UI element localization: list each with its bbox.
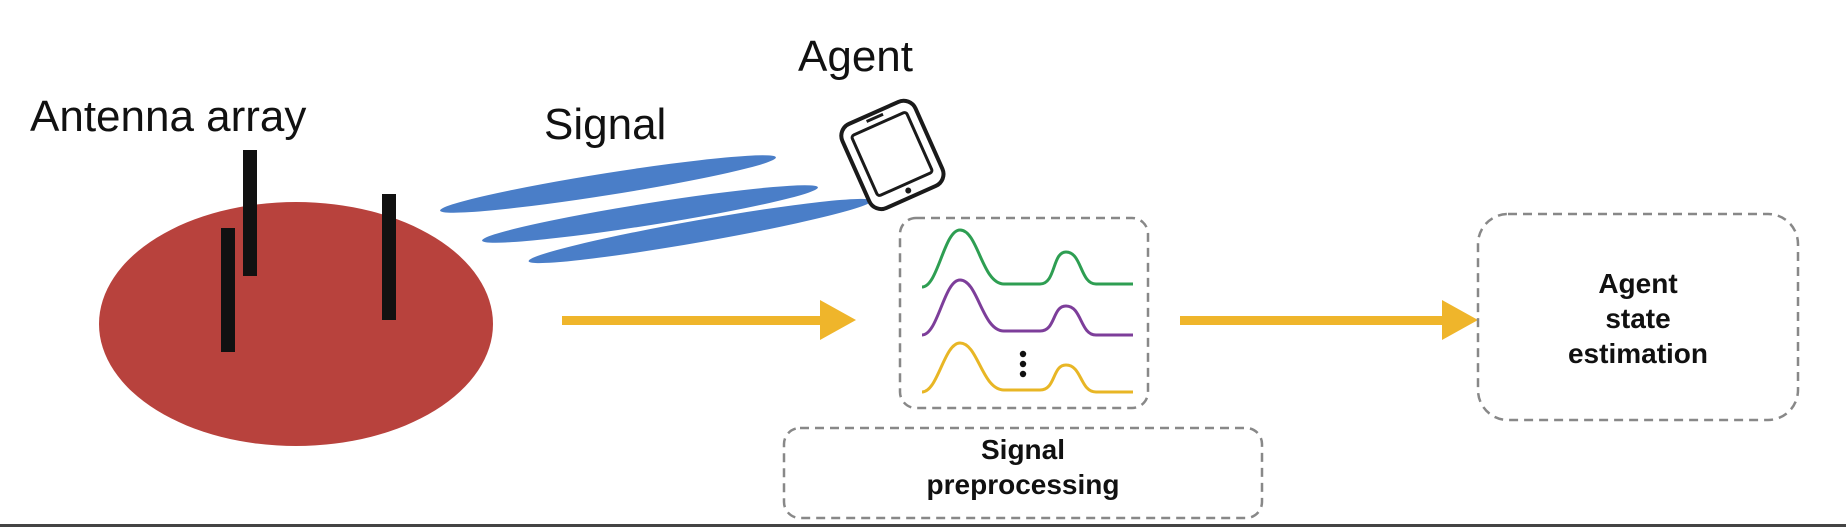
- signal-preprocessing-line: preprocessing: [926, 469, 1120, 500]
- agent-state-estimation-label: Agent state estimation: [1478, 266, 1798, 371]
- waveform-box: [898, 216, 1150, 410]
- flow-arrow: [1180, 300, 1478, 340]
- signal-preprocessing-line: Signal: [980, 434, 1065, 465]
- agent-state-estimation-line: Agent: [1598, 268, 1678, 299]
- signal-label: Signal: [544, 100, 667, 149]
- antenna-rod: [382, 194, 396, 320]
- waveform-yellow: [921, 341, 1133, 394]
- bottom-border-line: [0, 524, 1846, 527]
- flow-arrow: [562, 300, 856, 340]
- agent-state-estimation-line: state: [1605, 303, 1671, 334]
- waveform-purple: [921, 278, 1133, 337]
- antenna-rod: [221, 228, 235, 352]
- agent-state-estimation-box: [1476, 212, 1800, 422]
- signal-beam: [482, 185, 818, 243]
- smartphone-icon: [839, 98, 946, 212]
- antenna-rod: [243, 150, 257, 276]
- signal-beam: [528, 198, 872, 264]
- agent-state-estimation-line: estimation: [1567, 338, 1709, 369]
- antenna-array-label: Antenna array: [30, 92, 307, 141]
- agent-label: Agent: [798, 32, 913, 81]
- signal-preprocessing-box: [782, 426, 1264, 520]
- vertical-ellipsis-icon: [1019, 350, 1027, 378]
- waveform-green: [921, 228, 1133, 289]
- antenna-base-disk: [99, 202, 493, 446]
- signal-beam: [440, 155, 776, 213]
- signal-preprocessing-label: Signal preprocessing: [784, 432, 1262, 502]
